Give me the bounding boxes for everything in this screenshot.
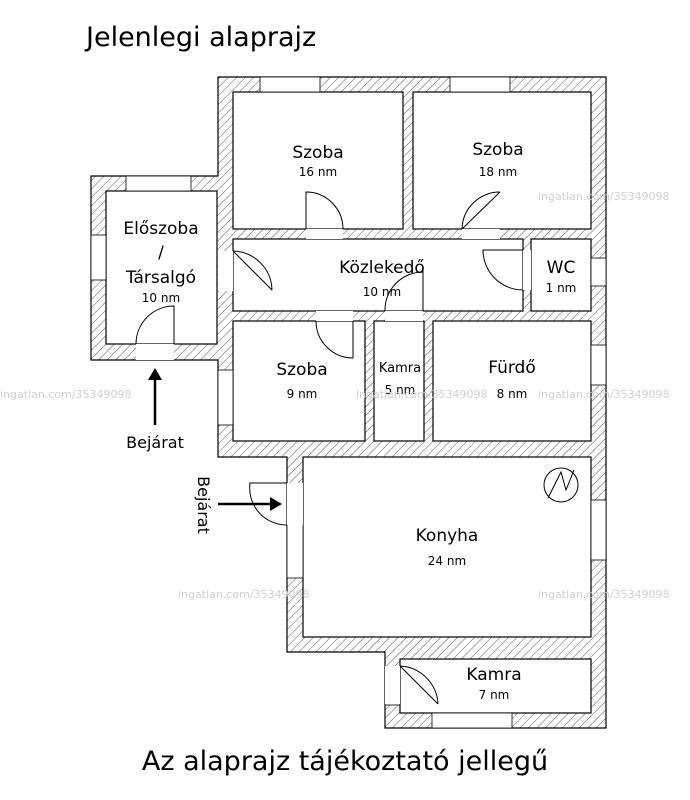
room-name: Kamra (466, 665, 521, 685)
room-furdo (432, 320, 592, 442)
svg-text:ingatlan.com/35349098: ingatlan.com/35349098 (0, 388, 132, 401)
svg-text:ingatlan.com/35349098: ingatlan.com/35349098 (178, 588, 310, 601)
door-openings (136, 229, 531, 704)
svg-text:ingatlan.com/35349098: ingatlan.com/35349098 (538, 388, 670, 401)
room-name: Kamra (379, 361, 421, 376)
plan-title: Jelenlegi alaprajz (86, 22, 317, 53)
room-wc (530, 238, 592, 312)
door-kozlekedo-bottom (384, 270, 424, 312)
room-name: Fürdő (488, 358, 536, 378)
room-area: 1 nm (546, 281, 577, 295)
room-area: 8 nm (497, 387, 528, 401)
room-konyha (302, 456, 592, 638)
svg-text:ingatlan.com/35349098: ingatlan.com/35349098 (538, 588, 670, 601)
entrance-label: Bejárat (126, 433, 184, 452)
room-area: 5 nm (385, 383, 416, 397)
room-name: / (158, 243, 164, 263)
room-name: Szoba (276, 360, 327, 380)
entrance-arrow-left (148, 368, 162, 425)
door-kozlekedo-left (232, 250, 273, 291)
door-szoba-9 (315, 320, 354, 359)
room-name: Közlekedő (339, 258, 425, 278)
room-interiors (105, 91, 592, 714)
room-area: 10 nm (142, 291, 180, 305)
room-name: Szoba (292, 143, 343, 163)
windows (90, 76, 607, 729)
room-labels: Szoba 16 nm Szoba 18 nm Előszoba / Társa… (123, 140, 576, 702)
door-szoba-16 (305, 191, 344, 230)
door-wc (482, 249, 524, 291)
room-area: 24 nm (428, 554, 466, 568)
room-area: 10 nm (363, 285, 401, 299)
door-eloszoba (135, 305, 175, 345)
room-area: 9 nm (287, 387, 318, 401)
room-area: 7 nm (479, 688, 510, 702)
door-kamra-7 (399, 665, 439, 705)
room-kamra-5 (373, 320, 425, 442)
watermarks: ingatlan.com/35349098 ingatlan.com/35349… (0, 190, 670, 601)
room-name: Társalgó (125, 268, 196, 288)
room-szoba-9 (232, 320, 366, 442)
room-name: Szoba (472, 140, 523, 160)
room-name: WC (547, 258, 576, 278)
svg-text:ingatlan.com/35349098: ingatlan.com/35349098 (356, 388, 488, 401)
room-name: Konyha (416, 526, 479, 546)
room-szoba-16 (232, 91, 404, 230)
room-area: 16 nm (299, 165, 337, 179)
disclaimer: Az alaprajz tájékoztató jellegű (141, 746, 549, 777)
boiler-symbol (543, 467, 579, 503)
entrance-arrow-side (218, 497, 282, 511)
room-kamra-7 (399, 658, 592, 714)
entrance-label-side: Bejárat (194, 476, 213, 534)
room-szoba-18 (412, 91, 592, 230)
room-area: 18 nm (479, 165, 517, 179)
door-entrance-side (249, 482, 288, 526)
room-eloszoba (105, 190, 218, 345)
room-name: Előszoba (123, 219, 198, 239)
svg-text:ingatlan.com/35349098: ingatlan.com/35349098 (538, 190, 670, 203)
doors (135, 191, 524, 705)
door-szoba-18 (461, 191, 501, 230)
